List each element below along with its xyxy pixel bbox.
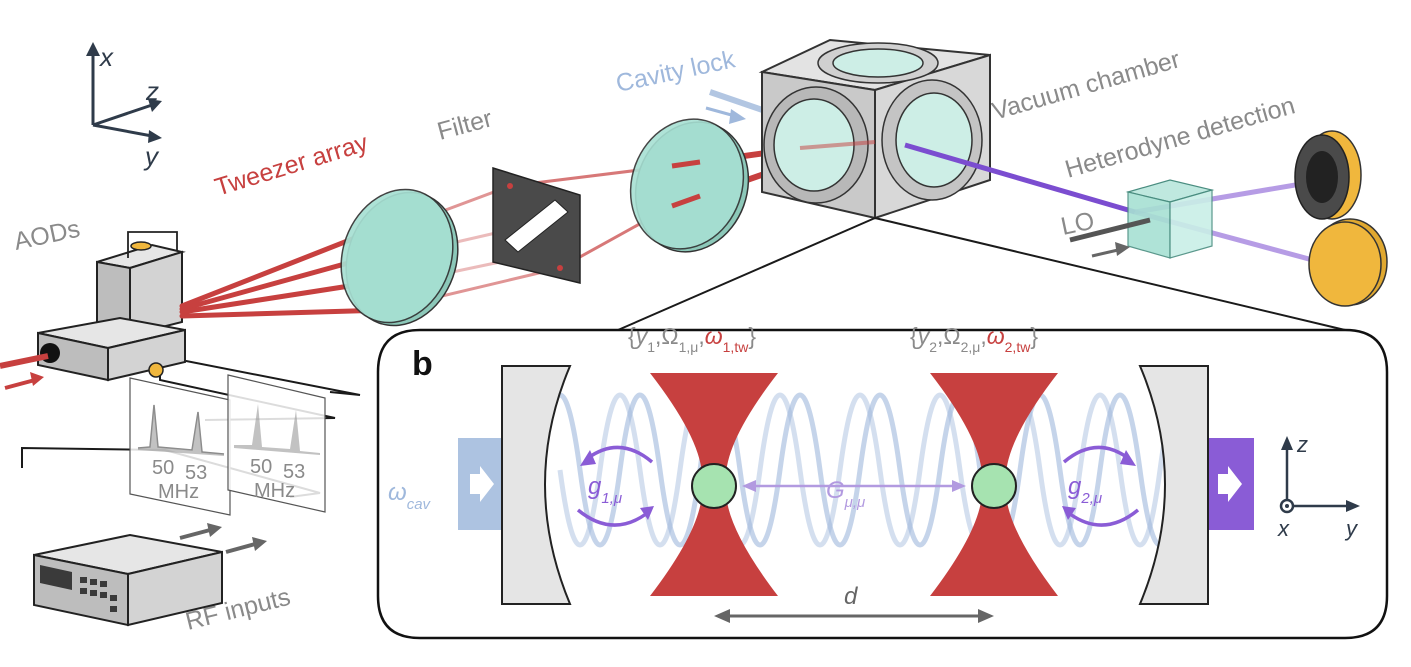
- atom2-params: {y2,Ω2,μ,ω2,tw}: [910, 323, 1038, 355]
- vacuum-chamber: [758, 38, 991, 220]
- atom-1: [691, 463, 737, 509]
- rf-generator: [33, 533, 223, 627]
- filter-plate: [492, 166, 581, 284]
- filter-label: Filter: [434, 104, 495, 145]
- d-label: d: [844, 583, 858, 610]
- G-sub: μ,μ: [844, 494, 866, 511]
- detector-2: [1308, 218, 1388, 307]
- rf-panel-1-tick-2: 53: [185, 462, 207, 484]
- atom1-params: {y1,Ω1,μ,ω1,tw}: [628, 323, 756, 355]
- panel-letter: b: [412, 345, 433, 383]
- aod-flat-box: [37, 316, 186, 382]
- cavity-lock-label: Cavity lock: [613, 45, 738, 98]
- rf-panel-1-unit: MHz: [158, 481, 199, 503]
- lo-beam: [1069, 217, 1151, 258]
- rf-panel-2-unit: MHz: [254, 480, 295, 502]
- rf-panel-2-tick-1: 50: [250, 456, 272, 478]
- lens-2: [629, 118, 750, 253]
- omega-cav-sub: cav: [407, 496, 432, 513]
- axis-x-label: x: [98, 42, 114, 72]
- g1-label: g: [588, 473, 602, 500]
- panel-b: b ωcav Gμ,μ: [376, 323, 1389, 640]
- atom-2: [971, 463, 1017, 509]
- g1-sub: 1,μ: [601, 490, 622, 507]
- g2-sub: 2,μ: [1080, 490, 1102, 507]
- svg-text:g2,μ: g2,μ: [1068, 473, 1102, 507]
- svg-text:Gμ,μ: Gμ,μ: [826, 477, 865, 511]
- b-axis-z: z: [1296, 432, 1308, 457]
- axis-y-label: y: [143, 141, 160, 171]
- zoom-lines: [617, 217, 1346, 331]
- rf-arrows: [179, 523, 267, 554]
- b-axis-y: y: [1344, 516, 1359, 541]
- G-label: G: [826, 477, 845, 504]
- beam-splitter-cube: [1125, 179, 1215, 259]
- rf-panel-2-tick-2: 53: [283, 461, 305, 483]
- detector-1: [1294, 130, 1362, 220]
- top-axes: x z y: [86, 42, 162, 171]
- axis-z-label: z: [145, 76, 159, 106]
- svg-text:g1,μ: g1,μ: [588, 473, 622, 507]
- b-axis-x: x: [1277, 516, 1290, 541]
- heterodyne-detection-label: Heterodyne detection: [1062, 91, 1298, 183]
- input-beam: [0, 353, 49, 390]
- aods-label: AODs: [11, 215, 82, 256]
- omega-cav: ω: [388, 479, 407, 506]
- aod-tall-box: [96, 231, 186, 337]
- svg-text:ωcav: ωcav: [388, 479, 432, 513]
- lens-1: [340, 188, 459, 327]
- vacuum-chamber-label: Vacuum chamber: [989, 45, 1183, 125]
- tweezer-array-label: Tweezer array: [212, 129, 372, 202]
- g2-label: g: [1068, 473, 1082, 500]
- rf-panel-2: 50 53 MHz: [227, 374, 326, 513]
- rf-panel-1: 50 53 MHz: [129, 377, 231, 516]
- rf-panel-1-tick-1: 50: [152, 457, 174, 479]
